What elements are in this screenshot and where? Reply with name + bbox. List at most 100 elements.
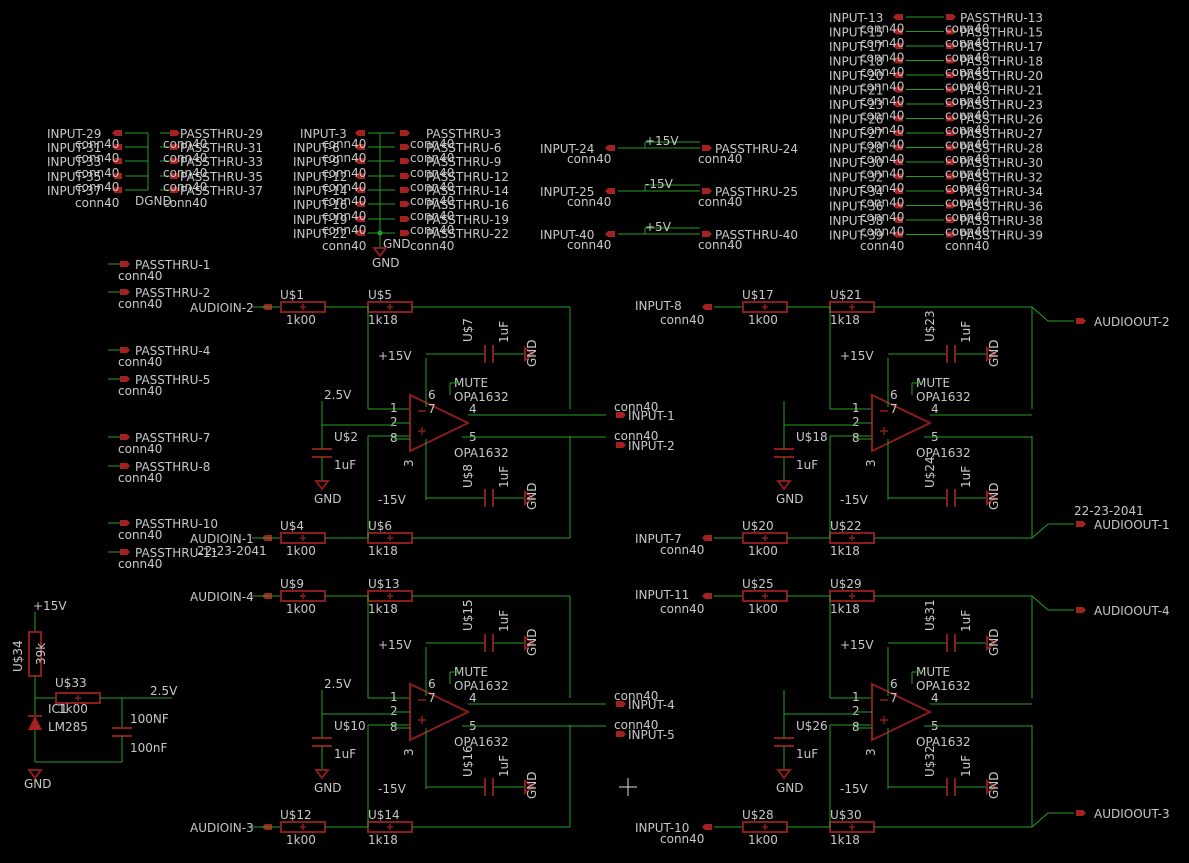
passthru-flag[interactable] [120, 376, 130, 382]
net-label-passthru: PASSTHRU-20 [960, 69, 1043, 83]
input-flag[interactable] [355, 230, 365, 236]
input-flag[interactable] [112, 187, 122, 193]
input-flag[interactable] [355, 201, 365, 207]
passthru-flag[interactable] [946, 130, 956, 136]
passthru-flag[interactable] [702, 145, 712, 151]
input-flag[interactable] [702, 535, 712, 541]
passthru-flag[interactable] [946, 217, 956, 223]
conn-label: conn40 [860, 123, 904, 137]
passthru-flag[interactable] [400, 201, 410, 207]
passthru-flag[interactable] [702, 188, 712, 194]
passthru-flag[interactable] [946, 57, 956, 64]
passthru-flag[interactable] [120, 434, 130, 440]
input-flag[interactable] [112, 173, 122, 179]
pin-number: 6 [428, 677, 436, 691]
input-flag[interactable] [893, 159, 903, 165]
input-flag[interactable] [702, 593, 712, 599]
input-flag[interactable] [893, 14, 903, 20]
net-label-input: AUDIOIN-2 [190, 301, 254, 315]
passthru-flag[interactable] [170, 173, 180, 179]
passthru-flag[interactable] [170, 158, 180, 164]
passthru-flag[interactable] [400, 130, 410, 136]
passthru-flag[interactable] [120, 289, 130, 295]
passthru-flag[interactable] [120, 347, 130, 353]
input-flag[interactable] [893, 57, 903, 64]
passthru-flag[interactable] [946, 43, 956, 49]
output-flag[interactable] [616, 442, 626, 448]
passthru-flag[interactable] [170, 130, 180, 136]
output-flag[interactable] [616, 701, 626, 707]
output-flag[interactable] [1076, 810, 1086, 816]
input-flag[interactable] [893, 202, 903, 209]
passthru-flag[interactable] [400, 158, 410, 164]
output-flag[interactable] [1076, 318, 1086, 324]
output-flag[interactable] [616, 412, 626, 418]
passthru-flag[interactable] [946, 231, 956, 238]
input-flag[interactable] [605, 145, 615, 151]
passthru-flag[interactable] [946, 72, 956, 78]
input-flag[interactable] [355, 144, 365, 150]
input-flag[interactable] [893, 43, 903, 49]
passthru-flag[interactable] [400, 187, 410, 193]
input-flag[interactable] [112, 158, 122, 164]
passthru-flag[interactable] [400, 144, 410, 150]
passthru-flag[interactable] [400, 230, 410, 236]
passthru-flag[interactable] [120, 520, 130, 526]
input-flag[interactable] [702, 824, 712, 830]
input-flag[interactable] [893, 115, 903, 122]
input-flag[interactable] [605, 188, 615, 194]
input-flag[interactable] [893, 72, 903, 78]
passthru-flag[interactable] [946, 188, 956, 194]
input-flag[interactable] [702, 304, 712, 310]
part-value: 1k00 [286, 602, 316, 616]
input-flag[interactable] [893, 173, 903, 180]
input-flag[interactable] [112, 144, 122, 150]
input-flag[interactable] [355, 158, 365, 164]
passthru-flag[interactable] [946, 202, 956, 209]
passthru-flag[interactable] [946, 173, 956, 180]
input-flag[interactable] [605, 231, 615, 237]
passthru-flag[interactable] [702, 231, 712, 237]
conn-label: conn40 [860, 225, 904, 239]
input-flag[interactable] [893, 130, 903, 136]
passthru-flag[interactable] [120, 549, 130, 555]
input-flag[interactable] [112, 130, 122, 136]
pin-number: 4 [469, 402, 477, 416]
input-flag[interactable] [893, 188, 903, 194]
output-flag[interactable] [1076, 607, 1086, 613]
conn-label: conn40 [322, 166, 366, 180]
net-label-input: INPUT-28 [829, 142, 883, 156]
passthru-flag[interactable] [946, 101, 956, 107]
passthru-flag[interactable] [400, 173, 410, 179]
passthru-flag[interactable] [120, 261, 130, 267]
output-flag[interactable] [1076, 521, 1086, 527]
pin-number: 7 [890, 691, 898, 705]
input-flag[interactable] [893, 101, 903, 107]
passthru-flag[interactable] [946, 144, 956, 151]
net-label-passthru: PASSTHRU-25 [715, 185, 798, 199]
net-label-input: INPUT-40 [540, 228, 594, 242]
input-flag[interactable] [893, 217, 903, 223]
input-flag[interactable] [893, 231, 903, 238]
passthru-flag[interactable] [946, 28, 956, 35]
net-label-output: INPUT-4 [628, 698, 675, 712]
passthru-flag[interactable] [946, 14, 956, 20]
passthru-flag[interactable] [120, 463, 130, 469]
pin-number: 2 [390, 704, 398, 718]
input-flag[interactable] [355, 216, 365, 222]
output-flag[interactable] [616, 731, 626, 737]
passthru-flag[interactable] [946, 86, 956, 93]
input-flag[interactable] [893, 28, 903, 35]
input-flag[interactable] [355, 173, 365, 179]
pin-number: 6 [890, 388, 898, 402]
passthru-flag[interactable] [946, 159, 956, 165]
passthru-flag[interactable] [946, 115, 956, 122]
input-flag[interactable] [355, 130, 365, 136]
passthru-flag[interactable] [170, 144, 180, 150]
passthru-flag[interactable] [400, 216, 410, 222]
passthru-flag[interactable] [170, 187, 180, 193]
input-flag[interactable] [893, 144, 903, 151]
input-flag[interactable] [893, 86, 903, 93]
input-flag[interactable] [355, 187, 365, 193]
